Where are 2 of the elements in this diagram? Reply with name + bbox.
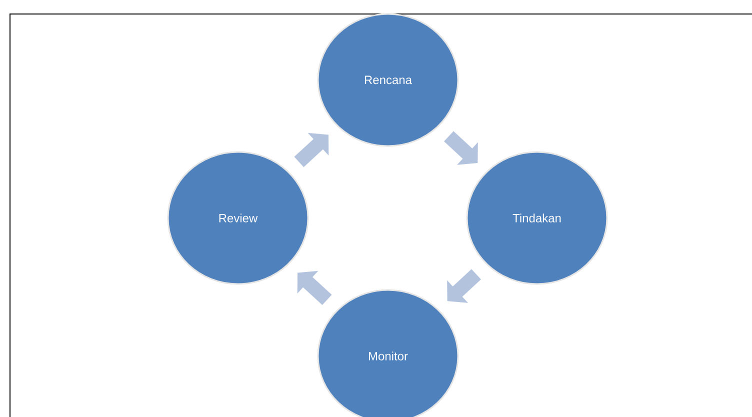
arrow bbox=[294, 132, 329, 168]
arrow bbox=[447, 269, 481, 303]
